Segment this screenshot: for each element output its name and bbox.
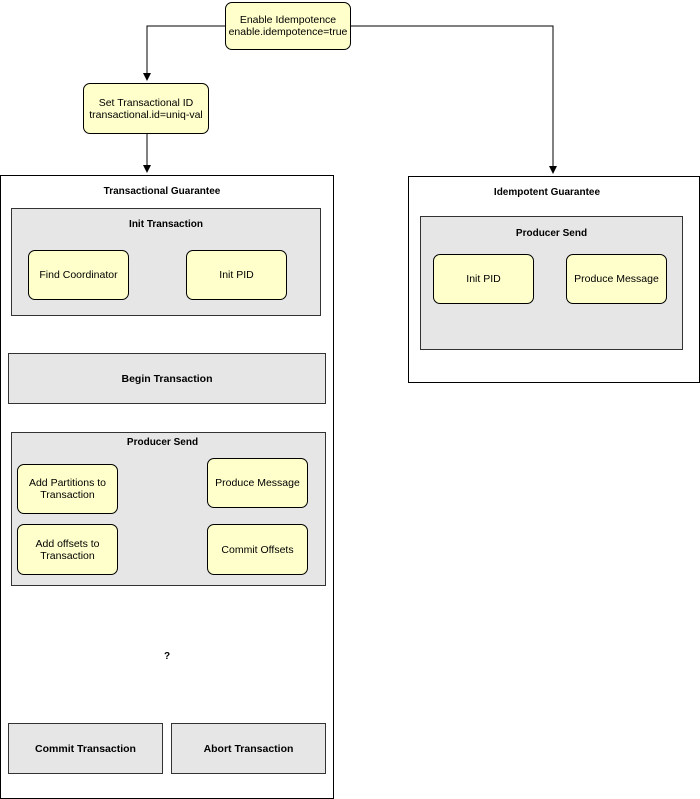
idempotent-init-pid-node: Init PID: [433, 254, 534, 304]
abort-transaction-node: Abort Transaction: [171, 723, 326, 774]
add-partitions-node: Add Partitions to Transaction: [17, 464, 118, 514]
decision-label: ?: [164, 651, 171, 662]
init-transaction-title: Init Transaction: [129, 219, 203, 230]
init-pid-node: Init PID: [186, 250, 287, 300]
producer-send-title: Producer Send: [126, 437, 199, 448]
idempotent-producer-send-title: Producer Send: [515, 228, 588, 239]
commit-transaction-node: Commit Transaction: [8, 723, 163, 774]
transactional-guarantee-title: Transactional Guarantee: [103, 186, 221, 197]
idempotent-guarantee-title: Idempotent Guarantee: [493, 187, 601, 198]
enable-idempotence-node: Enable Idempotence enable.idempotence=tr…: [225, 2, 351, 50]
find-coordinator-node: Find Coordinator: [28, 250, 129, 300]
set-transactional-id-node: Set Transactional ID transactional.id=un…: [83, 83, 209, 134]
edge-enable-to-set-id: [143, 25, 225, 81]
begin-transaction-node: Begin Transaction: [8, 353, 326, 404]
idempotent-produce-message-node: Produce Message: [566, 254, 667, 304]
add-offsets-node: Add offsets to Transaction: [17, 524, 118, 575]
commit-offsets-node: Commit Offsets: [207, 524, 308, 575]
edge-enable-to-idempotent: [350, 25, 557, 174]
produce-message-node: Produce Message: [207, 458, 308, 508]
